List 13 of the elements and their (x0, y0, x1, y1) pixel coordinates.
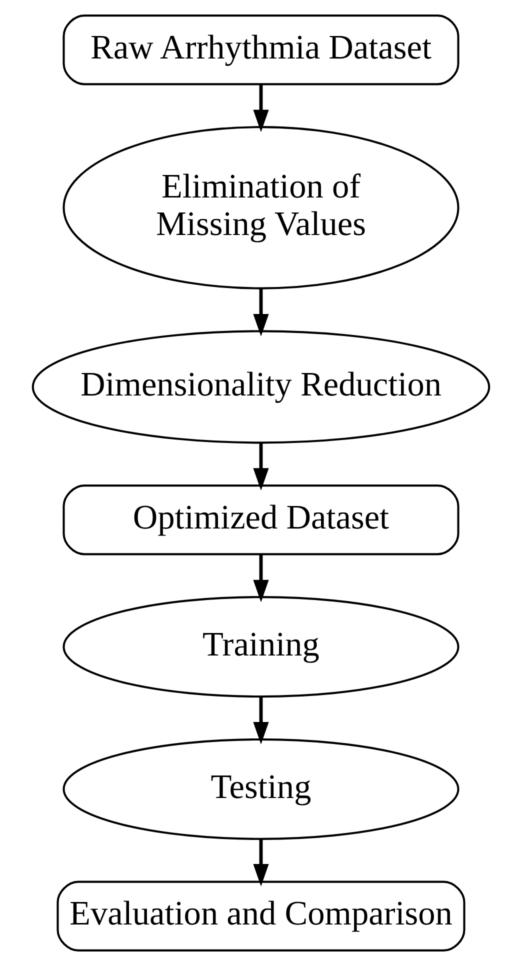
arrow (253, 442, 269, 490)
node-box: Raw Arrhythmia Dataset (62, 14, 460, 86)
arrow (253, 288, 269, 336)
arrow (253, 697, 269, 744)
arrow (253, 554, 269, 602)
node-ellipse: Testing (62, 738, 460, 840)
node-ellipse: Training (62, 596, 460, 698)
node-box: Optimized Dataset (62, 484, 460, 556)
arrow (253, 839, 269, 886)
node-ellipse: Dimensionality Reduction (32, 330, 490, 444)
node-box: Evaluation and Comparison (56, 880, 466, 952)
node-ellipse: Elimination of Missing Values (62, 126, 460, 290)
arrow (253, 84, 269, 132)
